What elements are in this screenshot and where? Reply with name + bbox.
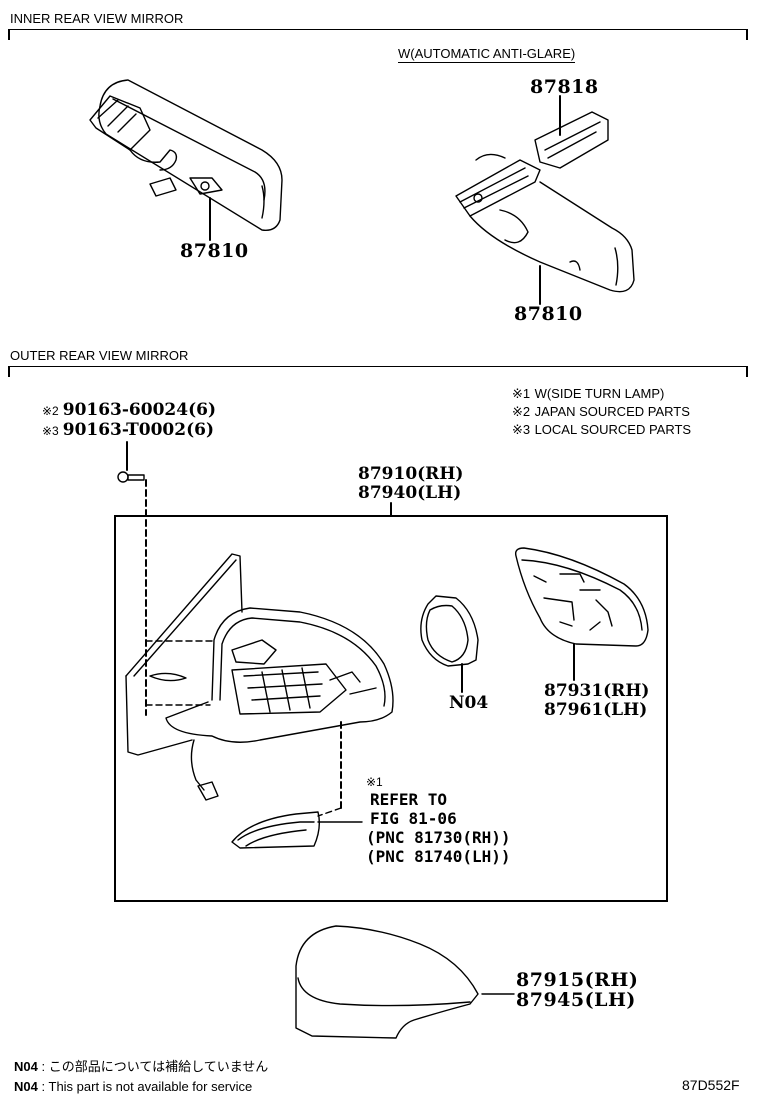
legend-marker-2: ※2 — [512, 404, 531, 419]
legend-text-2: JAPAN SOURCED PARTS — [534, 404, 690, 419]
assembly-part-number-rh: 87910(RH) — [358, 464, 464, 484]
inner-section-bracket — [8, 29, 748, 40]
turn-lamp-marker: ※1 — [366, 775, 383, 789]
screw-marker-2: ※2 — [42, 404, 59, 418]
part-number-87810-right[interactable]: 87810 — [514, 303, 583, 325]
actuator-part-number[interactable]: N04 — [449, 693, 489, 713]
marker-legend: ※1 W(SIDE TURN LAMP) ※2 JAPAN SOURCED PA… — [512, 385, 691, 439]
assembly-part-number-lh: 87940(LH) — [358, 483, 462, 503]
screw-marker-3: ※3 — [42, 424, 59, 438]
inner-mirror-standard-drawing — [89, 79, 283, 241]
mirror-cover-drawing — [295, 925, 515, 1039]
legend-item-2: ※2 JAPAN SOURCED PARTS — [512, 403, 691, 421]
part-number-87818[interactable]: 87818 — [530, 76, 599, 98]
legend-marker-1: ※1 — [512, 386, 531, 401]
outer-section-bracket — [8, 366, 748, 377]
actuator-drawing — [420, 595, 479, 693]
footnote-code-japanese: N04 — [14, 1059, 38, 1074]
screw-part-list: ※2 90163-60024(6) ※3 90163-T0002(6) — [42, 401, 216, 441]
footnote-text-japanese: この部品については補給していません — [48, 1060, 269, 1075]
mirror-glass-part-number[interactable]: 87931(RH) 87961(LH) — [544, 682, 649, 720]
footnote-english: N04 : This part is not available for ser… — [14, 1077, 268, 1096]
footnote-separator-japanese: : — [41, 1059, 46, 1074]
footnotes: N04 : この部品については補給していません N04 : This part … — [14, 1057, 268, 1096]
part-number-87810-left[interactable]: 87810 — [180, 240, 249, 262]
assembly-part-number[interactable]: 87910(RH) 87940(LH) — [358, 465, 463, 503]
legend-text-1: W(SIDE TURN LAMP) — [534, 386, 665, 401]
turn-lamp-ref-line-4: (PNC 81740(LH)) — [366, 847, 511, 866]
mirror-glass-drawing — [514, 547, 649, 681]
legend-item-1: ※1 W(SIDE TURN LAMP) — [512, 385, 691, 403]
turn-lamp-reference[interactable]: ※1 REFER TO FIG 81-06 (PNC 81730(RH)) (P… — [366, 774, 511, 866]
screw-part-number-japan: 90163-60024(6) — [62, 400, 216, 420]
turn-lamp-ref-line-1: REFER TO — [370, 790, 448, 809]
mirror-glass-part-number-rh: 87931(RH) — [544, 681, 650, 701]
turn-lamp-ref-line-2: FIG 81-06 — [370, 809, 457, 828]
legend-marker-3: ※3 — [512, 422, 531, 437]
footnote-text-english: This part is not available for service — [48, 1079, 253, 1094]
turn-lamp-drawing — [231, 811, 363, 849]
inner-mirror-anti-glare-drawing — [455, 95, 635, 305]
inner-section-title: INNER REAR VIEW MIRROR — [10, 11, 184, 26]
mirror-cover-part-number-rh: 87915(RH) — [516, 969, 639, 991]
footnote-separator-english: : — [41, 1079, 46, 1094]
legend-item-3: ※3 LOCAL SOURCED PARTS — [512, 421, 691, 439]
legend-text-3: LOCAL SOURCED PARTS — [534, 422, 692, 437]
footnote-code-english: N04 — [14, 1079, 38, 1094]
screw-part-japan[interactable]: ※2 90163-60024(6) — [42, 401, 216, 421]
mirror-cover-part-number[interactable]: 87915(RH) 87945(LH) — [516, 970, 638, 1010]
turn-lamp-ref-line-3: (PNC 81730(RH)) — [366, 828, 511, 847]
footnote-japanese: N04 : この部品については補給していません — [14, 1057, 268, 1077]
outer-mirror-assembly-drawing — [125, 553, 394, 817]
mirror-glass-part-number-lh: 87961(LH) — [544, 700, 648, 720]
figure-id: 87D552F — [682, 1077, 740, 1093]
outer-section-title: OUTER REAR VIEW MIRROR — [10, 348, 189, 363]
screw-drawing — [117, 441, 147, 716]
screw-part-number-local: 90163-T0002(6) — [62, 420, 214, 440]
anti-glare-condition-label: W(AUTOMATIC ANTI-GLARE) — [398, 46, 576, 63]
screw-part-local[interactable]: ※3 90163-T0002(6) — [42, 421, 216, 441]
mirror-cover-part-number-lh: 87945(LH) — [516, 989, 636, 1011]
